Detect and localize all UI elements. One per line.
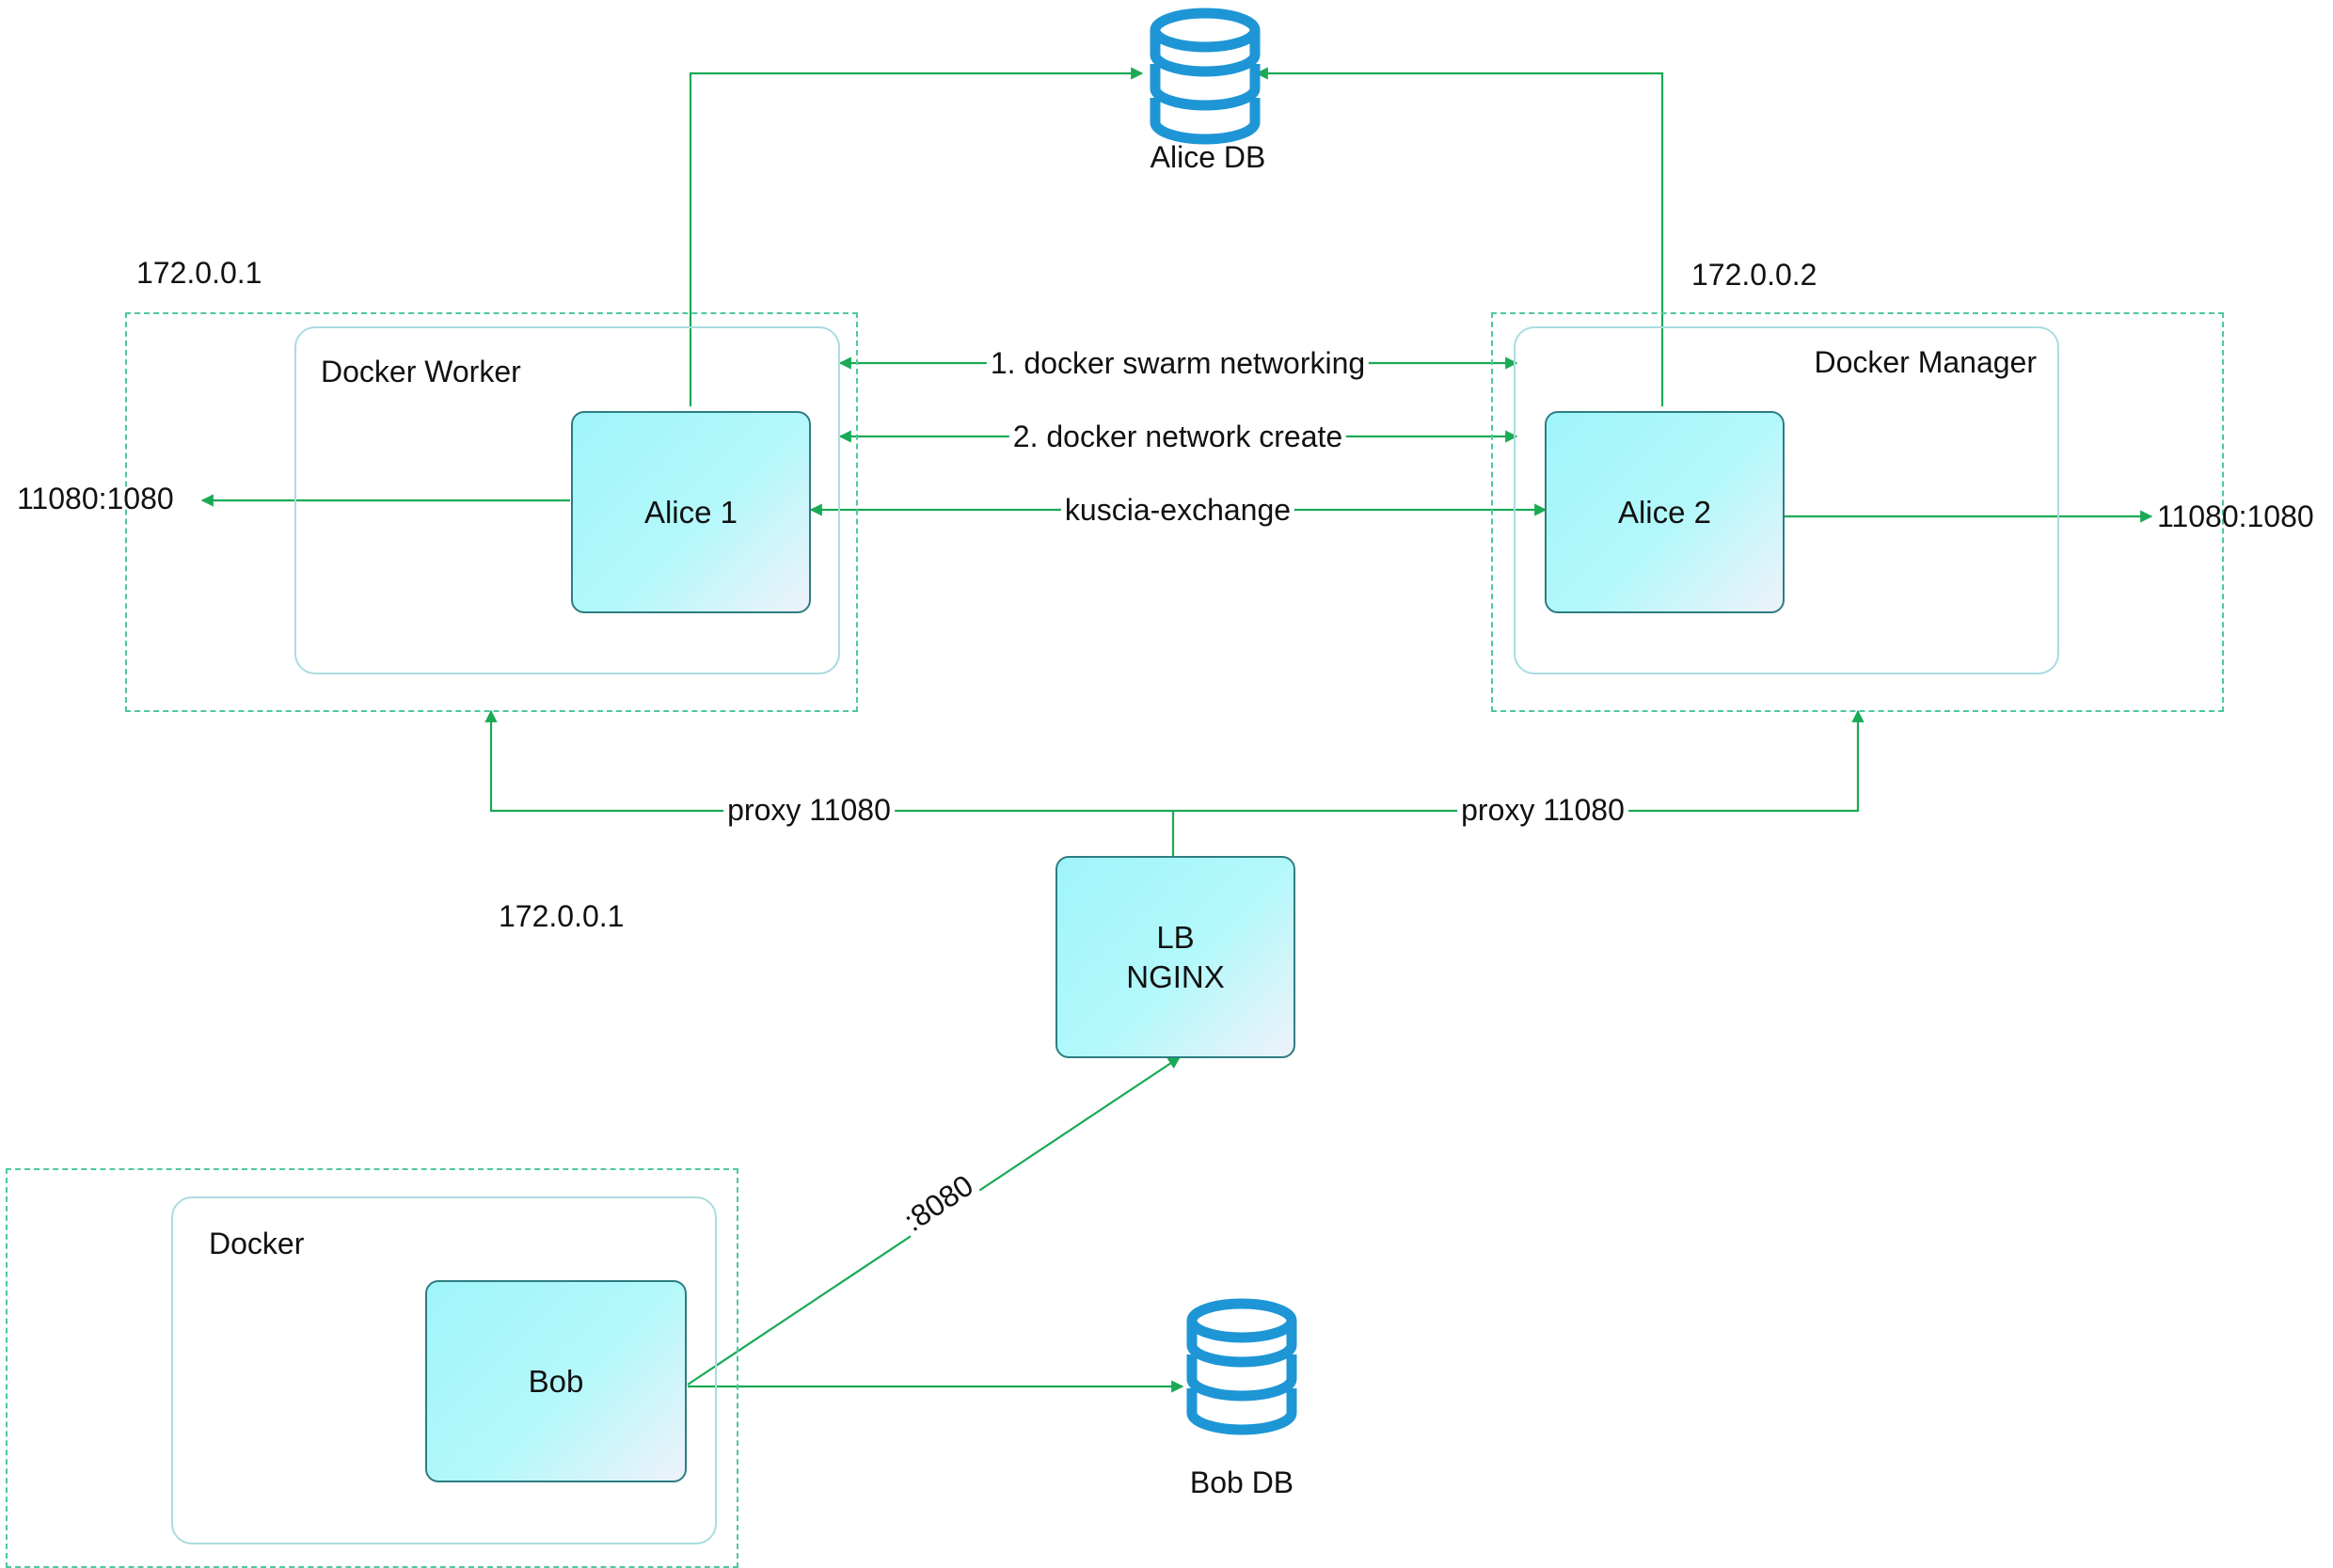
lb-nginx-node[interactable]: LB NGINX [1055, 856, 1295, 1058]
bob-db-icon [1186, 1298, 1297, 1435]
docker-manager-host: Docker Manager [1514, 326, 2059, 674]
proxy-right-label: proxy 11080 [1457, 795, 1628, 825]
edge-alice1-db [689, 67, 1144, 406]
alice-db-label: Alice DB [1150, 140, 1266, 174]
worker-ip-label: 172.0.0.1 [136, 256, 262, 290]
bob-ip-label: 172.0.0.1 [499, 899, 625, 933]
edge-proxy-left [484, 709, 1173, 813]
bob-label: Bob [528, 1363, 584, 1399]
kuscia-exchange-label: kuscia-exchange [1060, 495, 1295, 525]
lb-label: LB [1156, 920, 1195, 956]
port-right-label: 11080:1080 [2157, 499, 2314, 533]
swarm-networking-label: 1. docker swarm networking [986, 348, 1370, 378]
alice2-node[interactable]: Alice 2 [1545, 411, 1785, 613]
bob-docker-host: Docker [171, 1196, 717, 1544]
nginx-label: NGINX [1126, 958, 1225, 994]
docker-worker-label: Docker Worker [321, 355, 521, 388]
proxy-left-label: proxy 11080 [723, 795, 895, 825]
alice-db-icon [1150, 8, 1261, 145]
network-create-label: 2. docker network create [1008, 421, 1347, 451]
edge-proxy-right [1173, 709, 1865, 813]
port-left-label: 11080:1080 [17, 482, 174, 515]
bob-docker-label: Docker [209, 1227, 305, 1260]
edge-alice2-db [1255, 67, 1664, 406]
manager-machine-zone [1491, 312, 2224, 712]
docker-manager-label: Docker Manager [1814, 345, 2037, 379]
bob-node[interactable]: Bob [425, 1280, 687, 1482]
alice1-node[interactable]: Alice 1 [571, 411, 811, 613]
alice1-label: Alice 1 [643, 494, 738, 530]
alice2-label: Alice 2 [1617, 494, 1712, 530]
bob-db-label: Bob DB [1189, 1465, 1294, 1499]
worker-machine-zone [125, 312, 858, 712]
manager-ip-label: 172.0.0.2 [1691, 258, 1817, 292]
docker-worker-host: Docker Worker [294, 326, 840, 674]
